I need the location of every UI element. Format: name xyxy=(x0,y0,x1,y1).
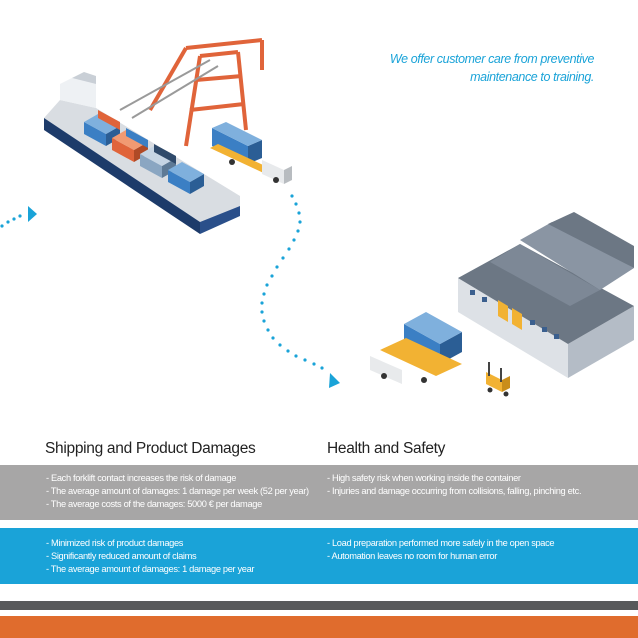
list-item: - The average costs of the damages: 5000… xyxy=(46,499,262,510)
list-item: - Load preparation performed more safely… xyxy=(327,538,555,548)
cargo-ship-illustration xyxy=(44,72,240,234)
tagline-line: We offer customer care from preventive xyxy=(389,52,594,66)
container-truck-icon xyxy=(370,312,462,384)
problems-band: - Each forklift contact increases the ri… xyxy=(0,465,638,520)
tagline: We offer customer care from preventive m… xyxy=(360,50,594,86)
safety-problems: - High safety risk when working inside t… xyxy=(327,472,582,498)
tagline-line: maintenance to training. xyxy=(470,70,594,84)
container-truck-icon xyxy=(210,122,292,184)
list-item: - Minimized risk of product damages xyxy=(46,538,184,548)
arrow-right-icon xyxy=(28,206,37,222)
list-item: - High safety risk when working inside t… xyxy=(327,473,521,483)
arrow-right-icon xyxy=(329,373,340,388)
list-item: - Automation leaves no room for human er… xyxy=(327,551,497,562)
list-item: - The average amount of damages: 1 damag… xyxy=(46,564,255,575)
warehouse-illustration xyxy=(458,212,634,378)
dotted-route-start xyxy=(0,214,22,228)
shipping-solutions: - Minimized risk of product damages - Si… xyxy=(46,537,255,577)
footer-band xyxy=(0,616,638,638)
logistics-illustration xyxy=(0,38,634,397)
harbor-crane-illustration xyxy=(148,38,264,147)
list-item: - Injuries and damage occurring from col… xyxy=(327,486,582,497)
solutions-band: - Minimized risk of product damages - Si… xyxy=(0,528,638,584)
list-item: - Each forklift contact increases the ri… xyxy=(46,473,237,483)
list-item: - The average amount of damages: 1 damag… xyxy=(46,486,309,497)
list-item: - Significantly reduced amount of claims xyxy=(46,551,197,562)
safety-solutions: - Load preparation performed more safely… xyxy=(327,537,555,563)
section-title-shipping: Shipping and Product Damages xyxy=(45,440,256,457)
section-title-safety: Health and Safety xyxy=(327,440,446,457)
dotted-route xyxy=(260,194,324,370)
forklift-icon xyxy=(486,362,510,397)
shipping-problems: - Each forklift contact increases the ri… xyxy=(46,472,309,512)
divider-band xyxy=(0,601,638,610)
